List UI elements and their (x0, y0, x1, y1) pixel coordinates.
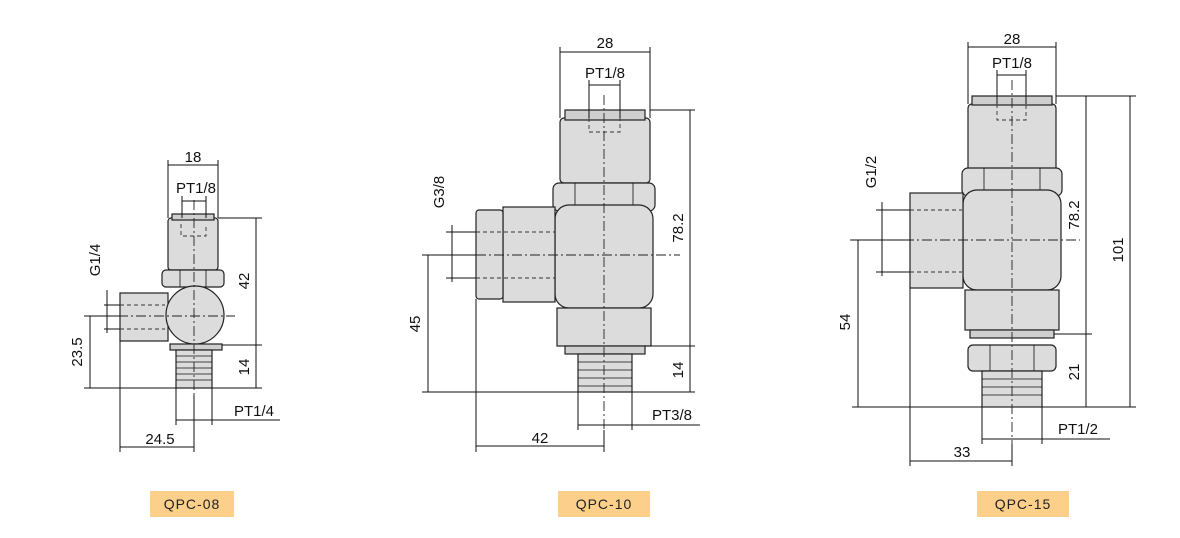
ball-body (165, 285, 225, 345)
dim-top-port: PT1/8 (585, 65, 625, 82)
dim-thread-len: 14 (236, 359, 253, 376)
hex-nut (161, 269, 225, 288)
model-label-qpc-10: QPC-10 (558, 491, 650, 517)
top-cap (171, 213, 215, 221)
top-cap (564, 109, 646, 121)
dim-port-offset: 54 (837, 314, 854, 331)
dim-top-width: 28 (597, 35, 614, 52)
dim-overall-height: 101 (1110, 237, 1127, 262)
side-port (119, 292, 169, 342)
collar (564, 345, 646, 355)
dim-thread-len: 21 (1066, 364, 1083, 381)
dim-top-port: PT1/8 (176, 180, 216, 197)
model-label-qpc-15: QPC-15 (977, 491, 1069, 517)
dim-top-width: 28 (1004, 31, 1021, 48)
upper-body (167, 217, 219, 271)
dim-port-offset: 23.5 (69, 337, 86, 366)
side-port (502, 206, 556, 303)
dim-side-port: G3/8 (431, 176, 448, 209)
dim-width: 24.5 (145, 431, 174, 448)
drawing-qpc-08: 18 PT1/8 G1/4 42 14 23.5 PT1/4 24.5 (69, 149, 280, 452)
dim-bottom-port: PT1/4 (234, 403, 274, 420)
dim-side-port: G1/4 (87, 244, 104, 277)
dim-width: 42 (532, 430, 549, 447)
dim-top-width: 18 (185, 149, 202, 166)
dim-width: 33 (954, 444, 971, 461)
dim-bottom-port: PT1/2 (1058, 421, 1098, 438)
dim-port-offset: 45 (407, 316, 424, 333)
dim-height: 78.2 (1066, 200, 1083, 229)
side-port (909, 192, 964, 289)
upper-body (559, 117, 651, 184)
dim-height: 42 (236, 273, 253, 290)
main-body (554, 204, 654, 309)
dim-bottom-port: PT3/8 (652, 407, 692, 424)
model-label-qpc-08: QPC-08 (150, 491, 234, 517)
collar (169, 343, 223, 351)
side-nut (475, 209, 504, 300)
dim-height: 78.2 (670, 213, 687, 242)
dim-top-port: PT1/8 (992, 55, 1032, 72)
drawing-qpc-15: 28 PT1/8 G1/2 78.2 21 101 54 PT1/2 (837, 31, 1136, 466)
dim-side-port: G1/2 (863, 156, 880, 189)
drawing-qpc-10: 28 PT1/8 G3/8 78.2 14 45 PT3/8 42 (407, 35, 700, 452)
dim-thread-len: 14 (670, 362, 687, 379)
